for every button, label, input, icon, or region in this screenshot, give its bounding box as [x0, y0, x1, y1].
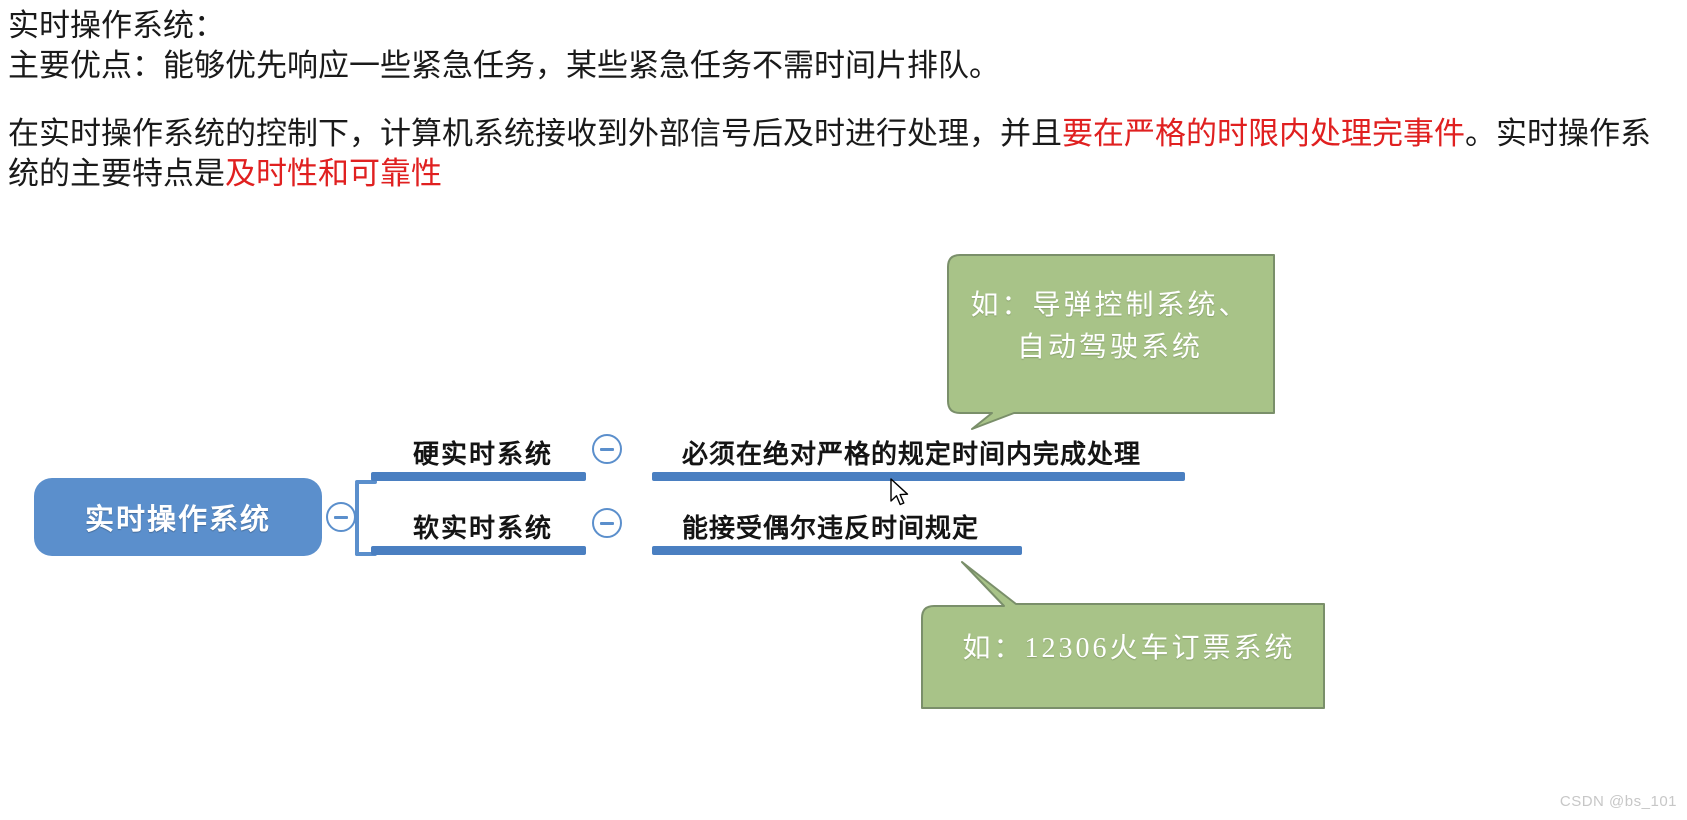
paragraph-description: 在实时操作系统的控制下，计算机系统接收到外部信号后及时进行处理，并且要在严格的时…	[8, 114, 1680, 194]
minus-circle-icon-branch-1[interactable]	[592, 434, 622, 464]
intro-line-2: 主要优点：能够优先响应一些紧急任务，某些紧急任务不需时间片排队。	[8, 48, 1000, 83]
callout-soft-line-1: 如：12306火车订票系统	[962, 633, 1296, 664]
mindmap-branch-2-label[interactable]: 软实时系统	[413, 513, 554, 543]
connector-branch-2-elbow	[355, 552, 377, 556]
mindmap-branch-1-label[interactable]: 硬实时系统	[413, 439, 554, 469]
mindmap-root-node[interactable]: 实时操作系统	[34, 478, 322, 556]
lecture-text-block: 实时操作系统： 主要优点：能够优先响应一些紧急任务，某些紧急任务不需时间片排队。…	[8, 6, 1680, 194]
branch-2-left-bar	[371, 546, 586, 555]
watermark-label: CSDN @bs_101	[1559, 793, 1677, 810]
intro-line-1: 实时操作系统：	[8, 8, 225, 43]
paragraph-intro: 实时操作系统： 主要优点：能够优先响应一些紧急任务，某些紧急任务不需时间片排队。	[8, 6, 1680, 86]
callout-hard-line-2: 自动驾驶系统	[1016, 332, 1203, 363]
connector-vertical-spine	[355, 482, 359, 556]
mindmap-root-label: 实时操作系统	[84, 504, 271, 536]
minus-circle-icon-branch-2[interactable]	[592, 508, 622, 538]
branch-1-left-bar	[371, 472, 586, 481]
callout-hard-line-1: 如：导弹控制系统、	[970, 290, 1250, 321]
description-part-1: 在实时操作系统的控制下，计算机系统接收到外部信号后及时进行处理，并且	[8, 116, 1062, 151]
branch-2-right-bar	[652, 546, 1022, 555]
callout-hard-realtime-example: 如：导弹控制系统、 自动驾驶系统	[934, 253, 1286, 431]
branch-1-right-bar	[652, 472, 1185, 481]
description-part-2: 。实时操作系统的主要特点是	[8, 116, 1651, 191]
callout-soft-realtime-example: 如：12306火车订票系统	[920, 560, 1338, 710]
description-highlight-2: 及时性和可靠性	[225, 156, 442, 191]
mouse-pointer-icon	[890, 478, 912, 508]
callout-hard-realtime-text: 如：导弹控制系统、 自动驾驶系统	[934, 285, 1286, 369]
minus-circle-icon-root[interactable]	[326, 502, 356, 532]
callout-soft-realtime-text: 如：12306火车订票系统	[920, 628, 1338, 670]
mindmap-leaf-1-label[interactable]: 必须在绝对严格的规定时间内完成处理	[682, 439, 1142, 469]
mindmap-leaf-2-label[interactable]: 能接受偶尔违反时间规定	[682, 513, 980, 543]
connector-branch-1-elbow	[355, 480, 377, 484]
description-highlight-1: 要在严格的时限内处理完事件	[1062, 116, 1465, 151]
